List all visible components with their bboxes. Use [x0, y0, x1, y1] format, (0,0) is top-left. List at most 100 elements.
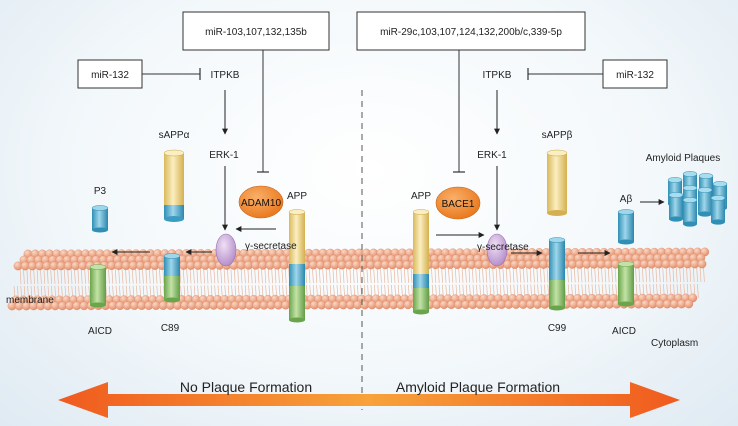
lipid-tail [271, 267, 273, 284]
lipid-tail [240, 267, 243, 284]
lipid-tail [322, 267, 324, 284]
plaque-cylinder [683, 200, 697, 224]
lipid-tail [305, 267, 307, 284]
right-mir132-box [602, 59, 668, 89]
lipid-tail [478, 266, 481, 283]
lipid-tail [458, 266, 460, 283]
lipid-tail [335, 267, 338, 284]
lipid-tail [278, 267, 280, 284]
right-erk-label: ERK-1 [477, 150, 507, 161]
lipid-tail [488, 266, 491, 283]
lipid-tail [492, 266, 494, 283]
left-mirna-box-label: miR-103,107,132,135b [205, 27, 307, 38]
left-c89-cylinder [163, 253, 181, 303]
left-gamma-secretase [215, 233, 237, 267]
left-erk-label: ERK-1 [209, 150, 239, 161]
lipid-tail [703, 265, 705, 283]
lipid-tail [516, 266, 518, 283]
abeta-cylinder [617, 209, 635, 245]
left-itpkb-label: ITPKB [211, 70, 240, 81]
lipid-tail [662, 266, 664, 283]
lipid-tail [468, 266, 471, 283]
left-p3-label: P3 [94, 186, 107, 197]
lipid-tail [60, 267, 63, 284]
lipid-tail [46, 267, 49, 284]
lipid-tail [485, 266, 488, 283]
lipid-head [697, 259, 707, 269]
plaque-cylinder [669, 195, 683, 219]
lipid-tail [281, 267, 284, 284]
plaque-cylinder-bottom [669, 216, 683, 222]
adam10-enzyme [238, 185, 284, 219]
lipid-tail [325, 267, 328, 284]
lipid-tail [638, 266, 641, 283]
lipid-tail [444, 266, 447, 283]
right-aicd-label: AICD [612, 326, 636, 337]
left-p3-cylinder [91, 205, 109, 233]
no-plaque-label: No Plaque Formation [180, 379, 312, 395]
lipid-tail [461, 266, 464, 283]
right-sapp-cylinder [546, 149, 568, 216]
lipid-tail [349, 266, 352, 284]
abeta-label: Aβ [620, 194, 633, 205]
plaque-cylinder-top [667, 177, 683, 183]
lipid-tail [339, 267, 341, 284]
right-aicd-cylinder [617, 261, 635, 307]
lipid-tail [50, 267, 52, 284]
lipid-tail [607, 266, 610, 283]
lipid-head [684, 299, 694, 309]
lipid-tail [148, 267, 151, 284]
lipid-tail [213, 267, 216, 284]
lipid-tail [80, 267, 83, 284]
lipid-tail [587, 266, 590, 283]
right-mirna-box [356, 11, 586, 51]
lipid-tail [26, 267, 29, 285]
adam10-label: ADAM10 [241, 198, 281, 209]
lipid-tail [679, 266, 681, 283]
bace1-enzyme [435, 186, 481, 220]
lipid-tail [233, 267, 236, 284]
lipid-tail [70, 267, 73, 284]
lipid-tail [257, 267, 260, 284]
plaque-formation-label: Amyloid Plaque Formation [396, 379, 560, 395]
lipid-tail [454, 266, 457, 283]
lipid-tail [142, 267, 144, 284]
plaque-cylinder [711, 198, 725, 222]
lipid-tail [665, 266, 668, 283]
lipid-tail [689, 265, 692, 283]
lipid-tail [114, 267, 117, 284]
lipid-tail [648, 266, 651, 283]
lipid-tail [159, 267, 161, 284]
lipid-tail [366, 266, 369, 284]
lipid-tail [244, 267, 246, 284]
left-aicd-label: AICD [88, 326, 112, 337]
right-itpkb-label: ITPKB [483, 70, 512, 81]
lipid-tail [346, 266, 348, 284]
lipid-tail [390, 266, 392, 283]
plaque-cylinder-top [682, 171, 698, 177]
lipid-tail [580, 266, 583, 283]
left-mirna-box [182, 11, 330, 51]
lipid-tail [597, 266, 600, 283]
left-c89-label: C89 [161, 323, 180, 334]
lipid-tail [63, 267, 66, 284]
lipid-tail [573, 266, 576, 283]
right-c99-label: C99 [548, 323, 567, 334]
lipid-tail [23, 267, 25, 285]
right-mirna-box-label: miR-29c,103,107,124,132,200b/c,339-5p [380, 27, 562, 38]
lipid-tail [386, 266, 389, 283]
lipid-tail [57, 267, 59, 284]
lipid-tail [206, 267, 209, 284]
lipid-tail [526, 266, 528, 283]
lipid-tail [570, 266, 573, 283]
lipid-tail [393, 266, 396, 283]
left-sapp-label: sAPPα [159, 130, 190, 141]
lipid-tail [594, 266, 596, 283]
lipid-tail [686, 266, 688, 283]
lipid-tail [672, 266, 675, 283]
lipid-tail [682, 266, 685, 283]
plaque-cylinder-top [712, 181, 728, 187]
lipid-tail [373, 266, 375, 284]
right-app-cylinder [412, 209, 430, 315]
